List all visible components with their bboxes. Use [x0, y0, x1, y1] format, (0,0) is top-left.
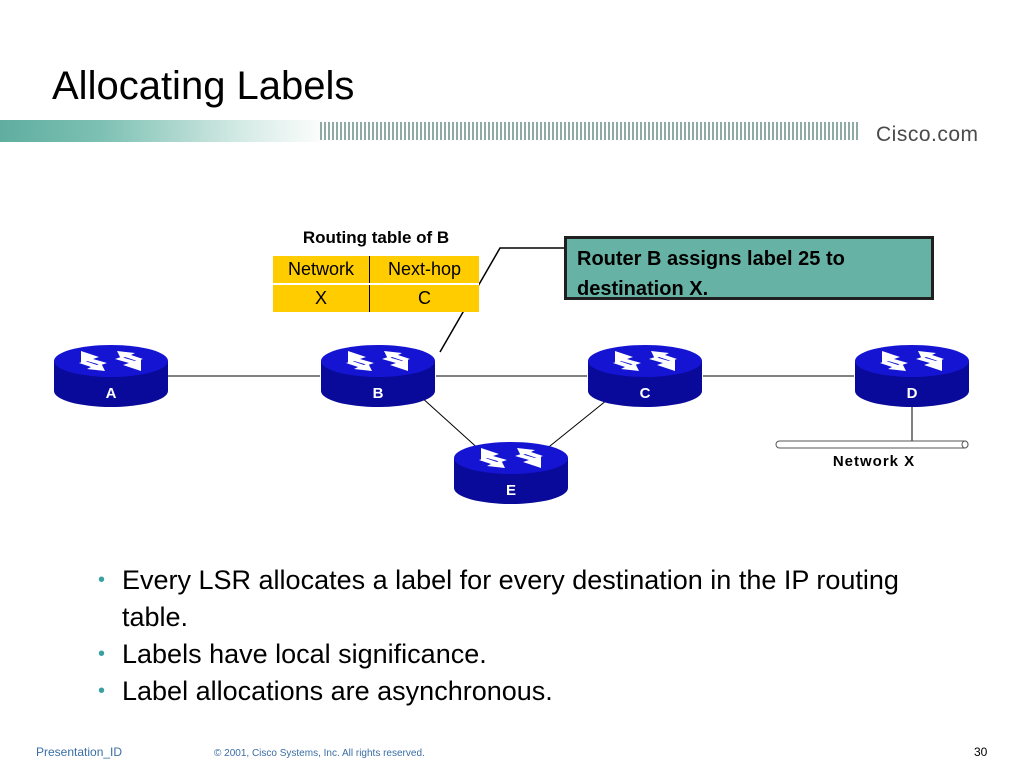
- slide-title: Allocating Labels: [52, 64, 355, 108]
- bullet-text: Label allocations are asynchronous.: [122, 676, 553, 706]
- bullet-list: • Every LSR allocates a label for every d…: [98, 562, 958, 710]
- callout-box: Router B assigns label 25 to destination…: [564, 236, 934, 300]
- header-bar: [0, 120, 858, 142]
- bullet-item: • Every LSR allocates a label for every d…: [98, 562, 958, 636]
- bullet-dot-icon: •: [98, 643, 106, 665]
- bullet-dot-icon: •: [98, 680, 106, 702]
- router-c-label: C: [640, 385, 651, 402]
- table-row: X C: [273, 284, 479, 312]
- page-number: 30: [974, 745, 988, 759]
- copyright-notice: © 2001, Cisco Systems, Inc. All rights r…: [214, 748, 425, 759]
- bullet-item: • Label allocations are asynchronous.: [98, 673, 958, 710]
- cisco-logo: Cisco.com: [876, 123, 979, 146]
- link-c-e: [544, 395, 613, 451]
- bullet-text: Every LSR allocates a label for every de…: [122, 565, 899, 632]
- bullet-item: • Labels have local significance.: [98, 636, 958, 673]
- bullet-text: Labels have local significance.: [122, 639, 487, 669]
- table-header-row: Network Next-hop: [273, 256, 479, 285]
- routing-table-caption: Routing table of B: [302, 228, 450, 247]
- table-cell-next-hop: C: [418, 288, 431, 308]
- router-a-label: A: [106, 385, 117, 402]
- router-b-label: B: [373, 385, 384, 402]
- router-d-label: D: [907, 385, 918, 402]
- table-cell-network: X: [273, 284, 370, 312]
- table-header-network: Network: [273, 256, 370, 285]
- callout-connector: [439, 247, 564, 353]
- router-e-label: E: [506, 482, 516, 499]
- network-x-segment: [775, 440, 969, 449]
- presentation-id: Presentation_ID: [36, 745, 123, 759]
- network-x-label: Network X: [833, 453, 915, 470]
- link-b-e: [419, 395, 483, 453]
- bullet-dot-icon: •: [98, 569, 106, 591]
- routing-table: Network Next-hop X C: [273, 256, 479, 312]
- table-header-next-hop: Next-hop: [369, 256, 479, 285]
